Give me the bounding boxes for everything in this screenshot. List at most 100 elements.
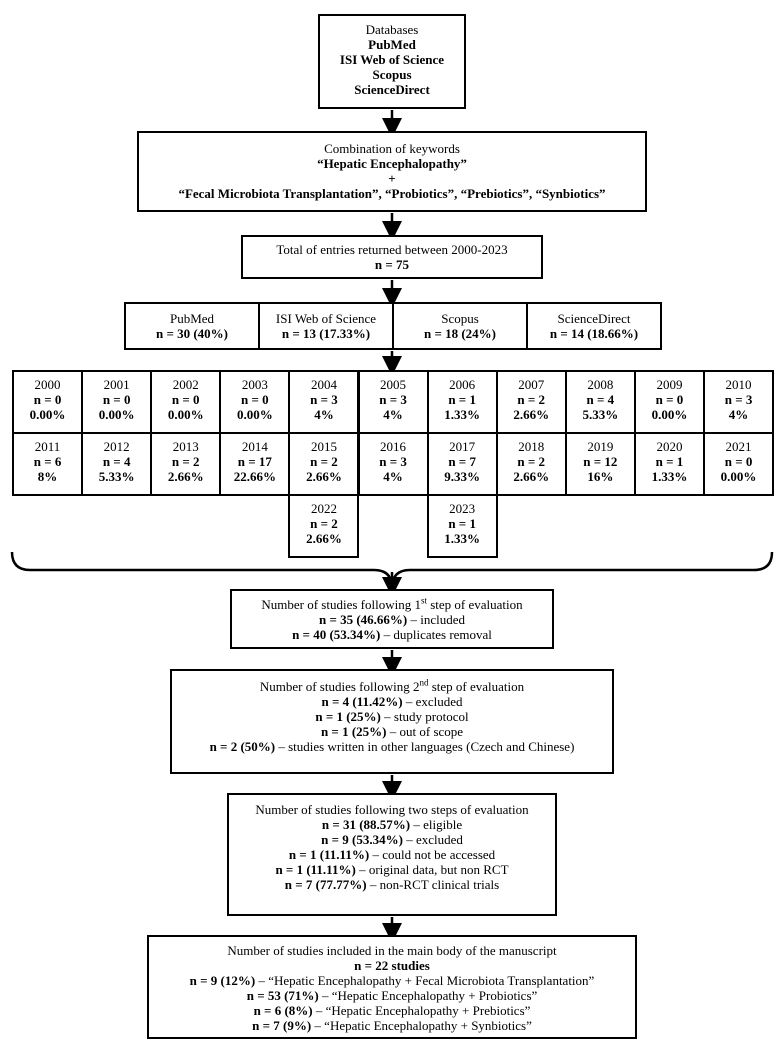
- step2-box: Number of studies following 2nd step of …: [170, 669, 614, 774]
- year-percent: 0.00%: [29, 407, 66, 422]
- databases-box: Databases PubMed ISI Web of Science Scop…: [318, 14, 466, 109]
- step2-line-excluded: n = 4 (11.42%) – excluded: [321, 694, 463, 709]
- year-label: 2010: [725, 377, 752, 392]
- year-count: n = 1: [448, 392, 476, 407]
- year-percent: 1.33%: [651, 469, 688, 484]
- db-count-pubmed: PubMed n = 30 (40%): [124, 302, 260, 350]
- final-title: Number of studies included in the main b…: [227, 943, 557, 958]
- step3-line-excluded: n = 9 (53.34%) – excluded: [321, 832, 463, 847]
- year-percent: 1.33%: [444, 407, 481, 422]
- step3-line-eligible: n = 31 (88.57%) – eligible: [321, 817, 463, 832]
- year-percent: 0.00%: [167, 407, 204, 422]
- year-count: n = 0: [241, 392, 269, 407]
- step2-line-languages: n = 2 (50%) – studies written in other l…: [209, 739, 575, 754]
- step1-box: Number of studies following 1st step of …: [230, 589, 554, 649]
- step2-line-scope: n = 1 (25%) – out of scope: [320, 724, 464, 739]
- year-label: 2007: [518, 377, 545, 392]
- year-count: n = 1: [448, 516, 476, 531]
- step2-title: Number of studies following 2nd step of …: [259, 677, 525, 694]
- year-percent: 22.66%: [233, 469, 276, 484]
- final-count: n = 22 studies: [354, 958, 430, 973]
- year-label: 2001: [103, 377, 130, 392]
- year-label: 2018: [518, 439, 545, 454]
- year-percent: 9.33%: [444, 469, 481, 484]
- year-count: n = 0: [655, 392, 684, 407]
- final-line-prebiotics: n = 6 (8%) – “Hepatic Encephalopathy + P…: [253, 1003, 531, 1018]
- db-name: ISI Web of Science: [275, 311, 377, 326]
- db-count: n = 18 (24%): [423, 326, 497, 341]
- year-count: n = 3: [724, 392, 753, 407]
- year-count: n = 3: [379, 454, 407, 469]
- year-count: n = 17: [237, 454, 272, 469]
- year-label: 2014: [241, 439, 268, 454]
- year-percent: 2.66%: [167, 469, 204, 484]
- database-isi: ISI Web of Science: [339, 52, 445, 67]
- year-percent: 16%: [587, 469, 614, 484]
- year-percent: 0.00%: [720, 469, 757, 484]
- db-name: ScienceDirect: [557, 311, 631, 326]
- step3-line-not-accessed: n = 1 (11.11%) – could not be accessed: [288, 847, 496, 862]
- db-count: n = 13 (17.33%): [281, 326, 371, 341]
- year-label: 2000: [34, 377, 61, 392]
- database-pubmed: PubMed: [368, 37, 416, 52]
- year-count: n = 2: [171, 454, 200, 469]
- year-count: n = 7: [448, 454, 476, 469]
- year-count: n = 2: [517, 392, 546, 407]
- year-label: 2008: [587, 377, 614, 392]
- year-label: 2009: [656, 377, 683, 392]
- step3-line-non-rct-trials: n = 7 (77.77%) – non-RCT clinical trials: [284, 877, 500, 892]
- year-percent: 2.66%: [306, 531, 342, 546]
- year-label: 2013: [172, 439, 199, 454]
- step3-title: Number of studies following two steps of…: [255, 802, 529, 817]
- db-name: Scopus: [441, 311, 479, 326]
- keywords-primary: “Hepatic Encephalopathy”: [317, 156, 467, 171]
- step3-box: Number of studies following two steps of…: [227, 793, 557, 916]
- year-percent: 2.66%: [513, 407, 550, 422]
- step1-line-duplicates: n = 40 (53.34%) – duplicates removal: [292, 627, 492, 642]
- final-line-probiotics: n = 53 (71%) – “Hepatic Encephalopathy +…: [246, 988, 538, 1003]
- db-count: n = 14 (18.66%): [549, 326, 639, 341]
- year-count: n = 3: [379, 392, 407, 407]
- year-label: 2005: [380, 377, 407, 392]
- keywords-title: Combination of keywords: [324, 141, 460, 156]
- final-line-synbiotics: n = 7 (9%) – “Hepatic Encephalopathy + S…: [252, 1018, 532, 1033]
- db-name: PubMed: [169, 311, 215, 326]
- step1-line-included: n = 35 (46.66%) – included: [318, 612, 466, 627]
- keywords-plus: +: [388, 171, 396, 186]
- year-percent: 8%: [37, 469, 58, 484]
- db-count-sciencedirect: ScienceDirect n = 14 (18.66%): [526, 302, 662, 350]
- total-box: Total of entries returned between 2000-2…: [241, 235, 543, 279]
- year-percent: 4%: [383, 407, 403, 422]
- step3-line-non-rct-data: n = 1 (11.11%) – original data, but non …: [275, 862, 509, 877]
- db-count-scopus: Scopus n = 18 (24%): [392, 302, 528, 350]
- year-label: 2020: [656, 439, 683, 454]
- year-percent: 4%: [383, 469, 403, 484]
- year-percent: 5.33%: [582, 407, 619, 422]
- year-label: 2019: [587, 439, 614, 454]
- year-percent: 0.00%: [651, 407, 688, 422]
- year-label: 2021: [725, 439, 752, 454]
- total-title: Total of entries returned between 2000-2…: [276, 242, 508, 257]
- year-count: n = 4: [102, 454, 131, 469]
- year-count: n = 1: [655, 454, 684, 469]
